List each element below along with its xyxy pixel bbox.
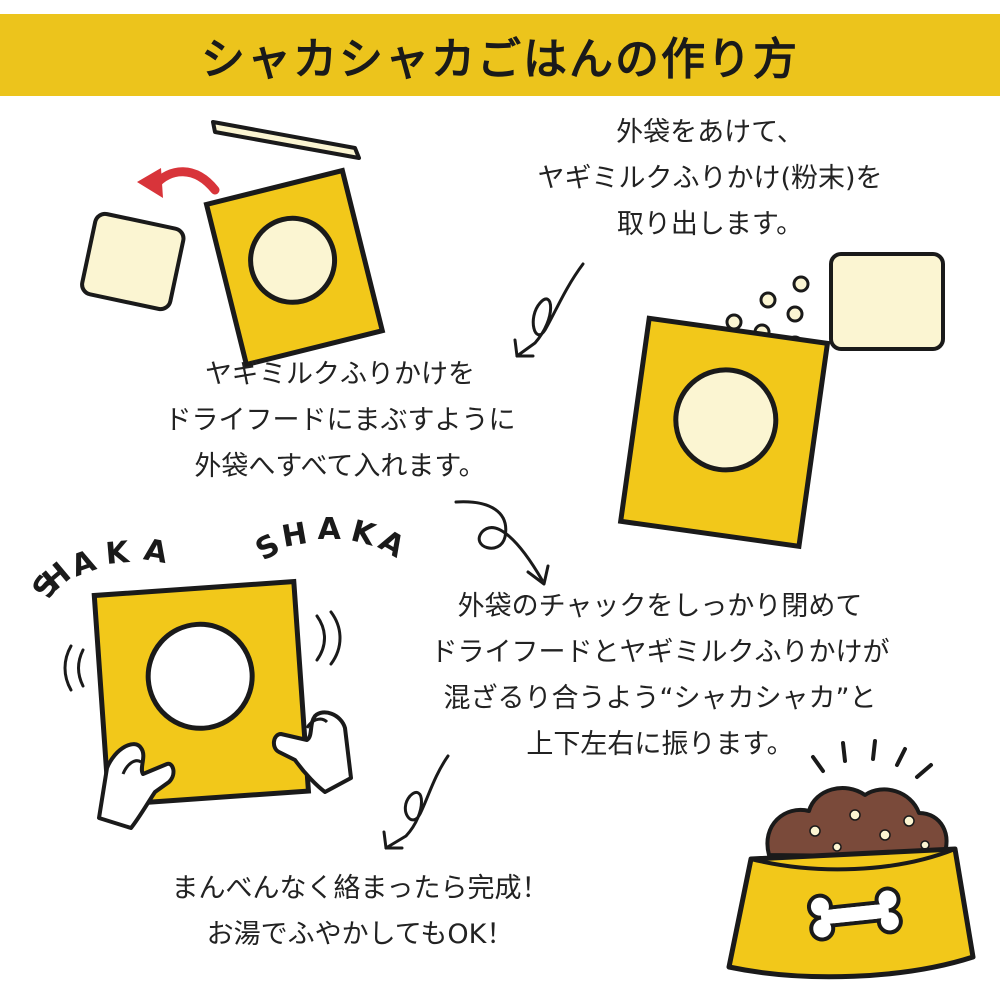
title-banner: シャカシャカごはんの作り方 [0, 14, 1000, 96]
red-arrow-icon [150, 167, 220, 195]
bag-flap [211, 120, 361, 160]
step3-caption: 外袋のチャックをしっかり閉めて ドライフードとヤギミルクふりかけが 混ざるり合う… [380, 584, 940, 768]
hand-icon [97, 742, 176, 830]
sfx-letter: K [104, 535, 131, 573]
sfx-letter: H [279, 516, 311, 555]
sfx-letter: A [317, 512, 341, 547]
step1-caption: 外袋をあけて、 ヤギミルクふりかけ(粉末)を 取り出します。 [470, 110, 950, 248]
bag-icon [203, 167, 386, 368]
caption-line: 外袋をあけて、 [616, 117, 804, 148]
caption-line: ドライフードにまぶすように [164, 405, 516, 436]
caption-line: 外袋のチャックをしっかり閉めて [457, 591, 863, 622]
bag-icon [617, 315, 831, 550]
page-title: シャカシャカごはんの作り方 [201, 34, 799, 85]
curly-arrow-icon [454, 500, 550, 586]
step2-caption: ヤギミルクふりかけを ドライフードにまぶすように 外袋へすべて入れます。 [80, 352, 600, 490]
caption-line: 上下左右に振ります。 [526, 729, 794, 760]
caption-line: ヤギミルクふりかけ(粉末)を [537, 163, 883, 194]
sachet-icon [80, 211, 186, 312]
sound-effect-right: S H A K A [250, 512, 411, 568]
step4-caption: まんべんなく絡まったら完成！ お湯でふやかしてもOK！ [80, 866, 640, 958]
step1-illustration [80, 120, 386, 368]
sfx-letter: A [141, 532, 171, 572]
curly-arrow-icon [513, 262, 585, 358]
caption-line: 外袋へすべて入れます。 [194, 451, 486, 482]
caption-line: ドライフードとヤギミルクふりかけが [430, 637, 890, 668]
caption-line: ヤギミルクふりかけを [205, 359, 475, 390]
hand-icon [272, 710, 353, 794]
bone-icon [806, 886, 903, 942]
caption-line: 取り出します。 [616, 209, 804, 240]
step2-illustration [617, 252, 945, 550]
caption-line: まんべんなく絡まったら完成！ [171, 873, 549, 904]
step3-illustration [63, 578, 353, 830]
sfx-letter: K [347, 513, 380, 554]
sfx-letter: A [372, 523, 411, 566]
caption-line: お湯でふやかしてもOK！ [206, 919, 514, 950]
dog-bowl-icon [726, 739, 976, 980]
bag-icon [91, 578, 312, 808]
food-icon [765, 786, 949, 859]
sachet-icon [829, 252, 945, 351]
caption-line: 混ざるり合うよう“シャカシャカ”と [443, 683, 877, 714]
shake-lines-icon [63, 610, 342, 692]
curly-arrow-icon [382, 754, 450, 850]
